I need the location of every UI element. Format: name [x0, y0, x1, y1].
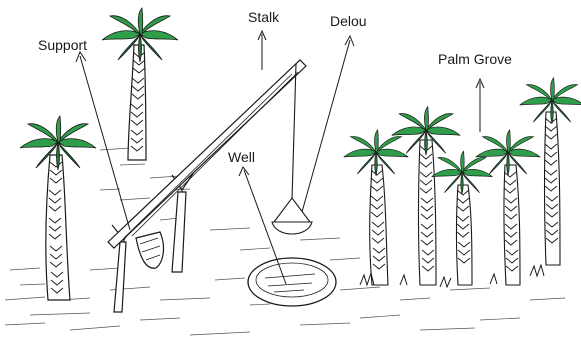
- support-label: Support: [38, 38, 87, 52]
- stalk-label: Stalk: [248, 10, 279, 24]
- delou-label: Delou: [330, 14, 367, 28]
- well-label: Well: [228, 150, 255, 164]
- palm-tree-back: [102, 8, 178, 160]
- palm-tree-left: [20, 116, 96, 300]
- well: [248, 258, 336, 306]
- delou-leader: [302, 40, 350, 212]
- palm-grove: [344, 78, 581, 287]
- palm-grove-label: Palm Grove: [438, 52, 512, 66]
